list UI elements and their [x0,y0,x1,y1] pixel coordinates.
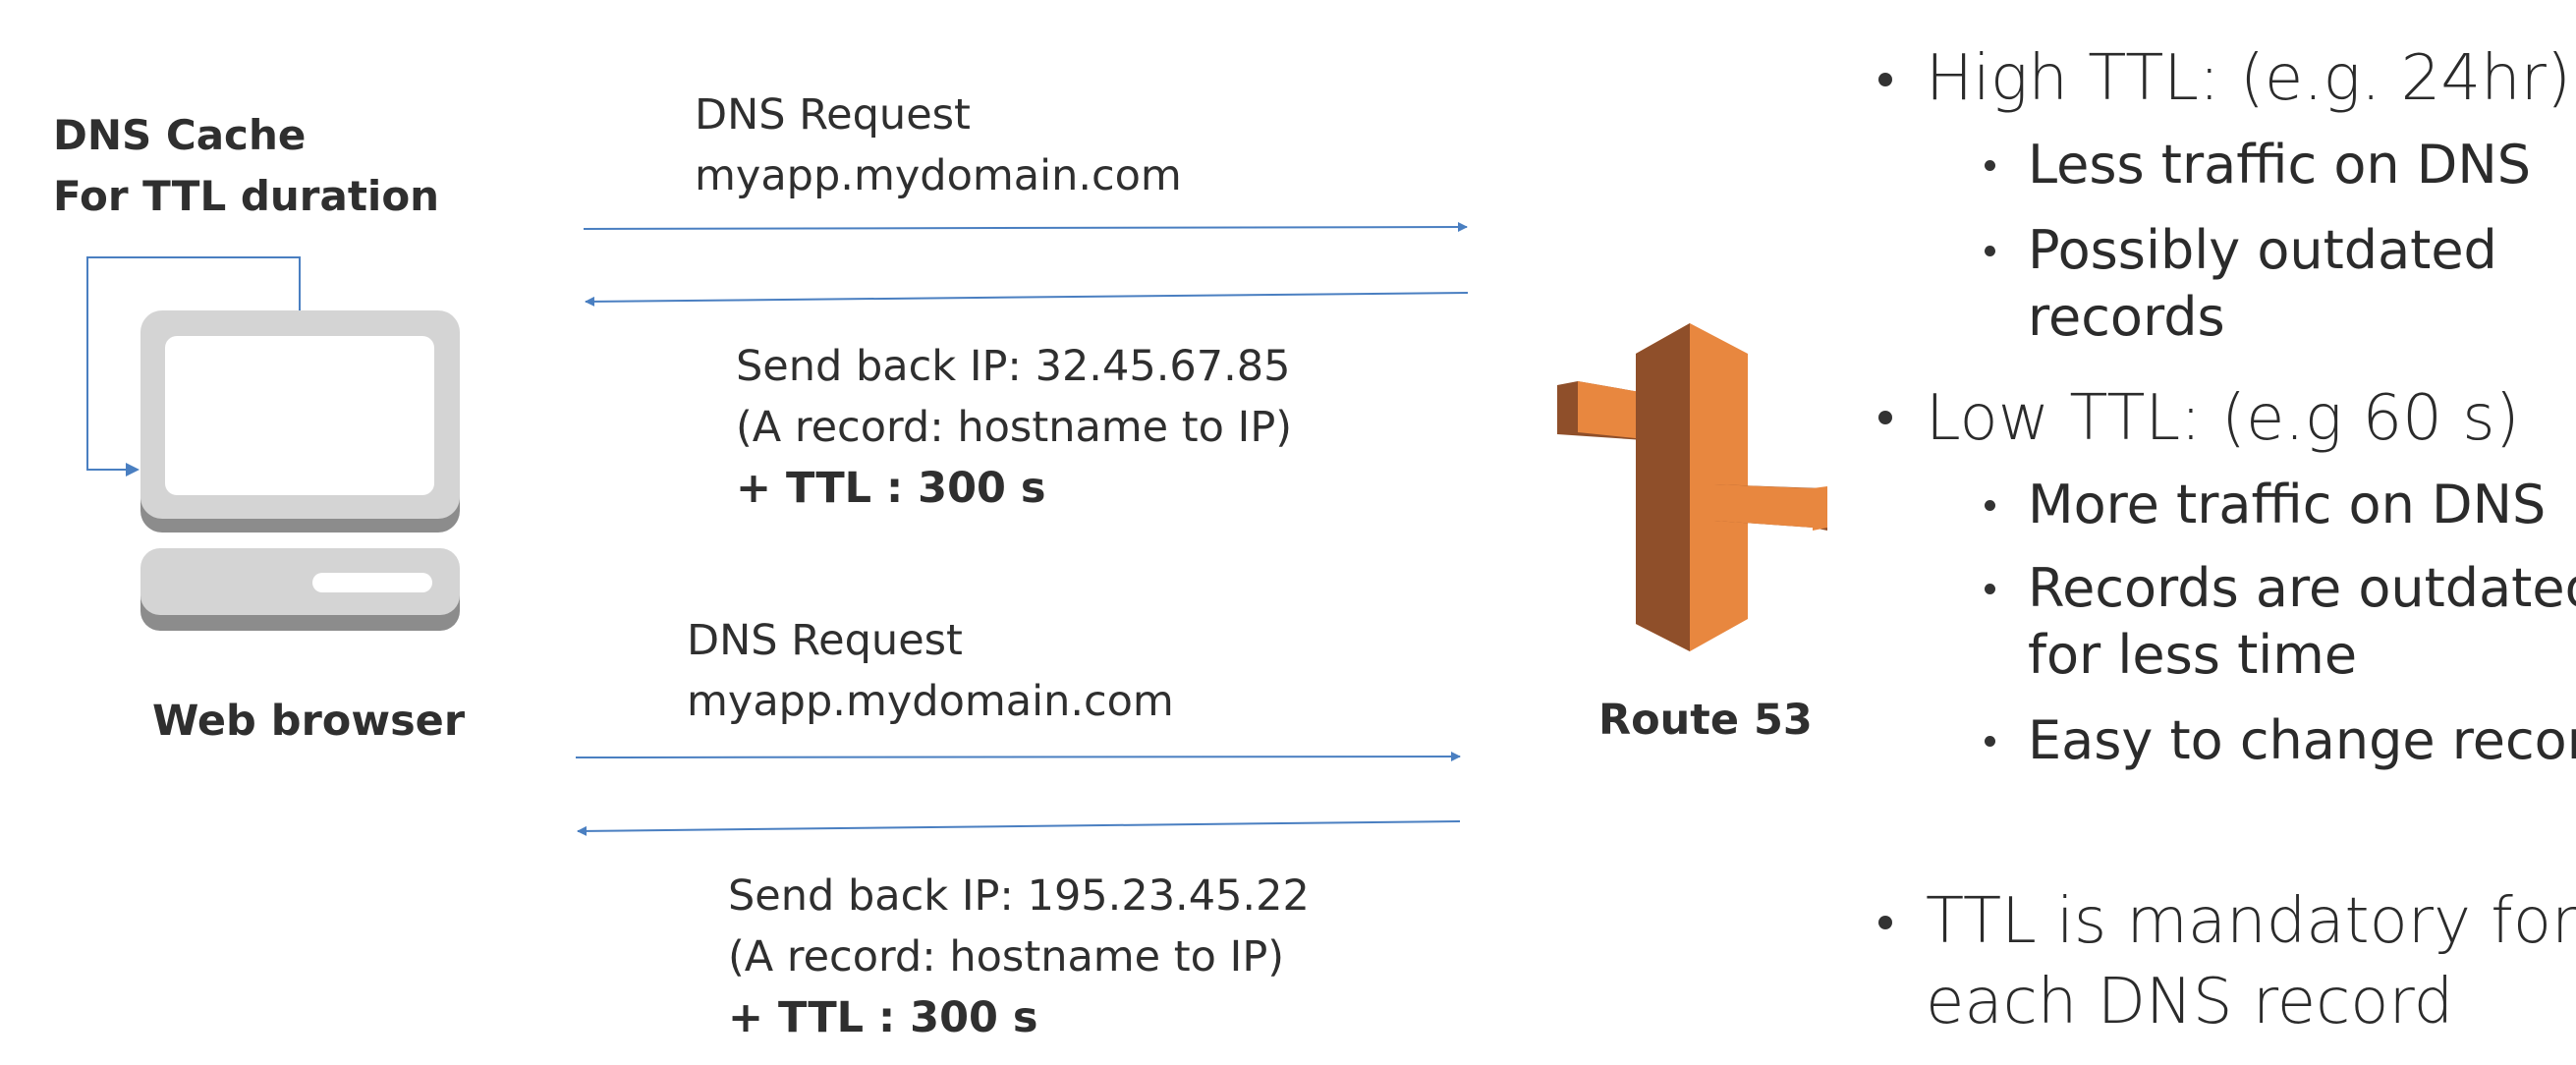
response-label-1: Send back IP: 32.45.67.85 (A record: hos… [736,336,1292,519]
low-ttl-item-outdated: Records are outdated [2028,557,2576,619]
high-ttl-item-traffic: Less traffic on DNS [2028,134,2531,196]
response-ttl-1: + TTL : 300 s [736,464,1046,513]
mandatory-line1: TTL is mandatory for [1926,885,2576,958]
high-ttl-item-outdated-cont: records [2028,286,2225,348]
response-arrow-2 [577,820,1461,836]
low-ttl-item-traffic: More traffic on DNS [2028,474,2547,535]
cache-loop-arrow [86,256,301,476]
response-ip-2: Send back IP: 195.23.45.22 [728,871,1310,921]
bullet-dot [1985,246,1995,256]
bullet-dot [1985,160,1995,171]
route53-label: Route 53 [1598,696,1813,745]
bullet-dot [1985,584,1995,594]
low-ttl-item-easy-change: Easy to change records [2028,709,2576,771]
high-ttl-item-outdated: Possibly outdated [2028,219,2497,281]
bullet-dot [1985,500,1995,511]
response-record-2: (A record: hostname to IP) [728,932,1285,981]
request-hostname-1: myapp.mydomain.com [695,151,1182,200]
route53-icon [1557,323,1827,651]
bullet-dot [1878,73,1892,86]
computer-icon [140,310,460,631]
dns-cache-line2: For TTL duration [53,172,440,220]
request-arrow-1 [583,222,1468,233]
request-label-2: DNS Request myapp.mydomain.com [687,610,1174,732]
request-title-1: DNS Request [695,90,971,140]
bullet-dot [1878,916,1892,929]
low-ttl-item-outdated-cont: for less time [2028,624,2358,686]
bullet-dot [1878,411,1892,424]
web-browser-label: Web browser [152,697,466,746]
response-label-2: Send back IP: 195.23.45.22 (A record: ho… [728,866,1310,1048]
dns-cache-label: DNS Cache For TTL duration [53,105,439,227]
response-record-1: (A record: hostname to IP) [736,403,1293,452]
mandatory-line2: each DNS record [1926,966,2454,1038]
request-hostname-2: myapp.mydomain.com [687,677,1174,726]
high-ttl-title: High TTL: (e.g. 24hr) [1926,42,2571,115]
request-title-2: DNS Request [687,616,963,665]
dns-cache-line1: DNS Cache [53,111,307,159]
request-label-1: DNS Request myapp.mydomain.com [695,84,1182,206]
response-ttl-2: + TTL : 300 s [728,993,1038,1042]
bullet-dot [1985,736,1995,747]
response-arrow-1 [585,292,1469,307]
low-ttl-title: Low TTL: (e.g 60 s) [1926,382,2520,455]
response-ip-1: Send back IP: 32.45.67.85 [736,342,1291,391]
